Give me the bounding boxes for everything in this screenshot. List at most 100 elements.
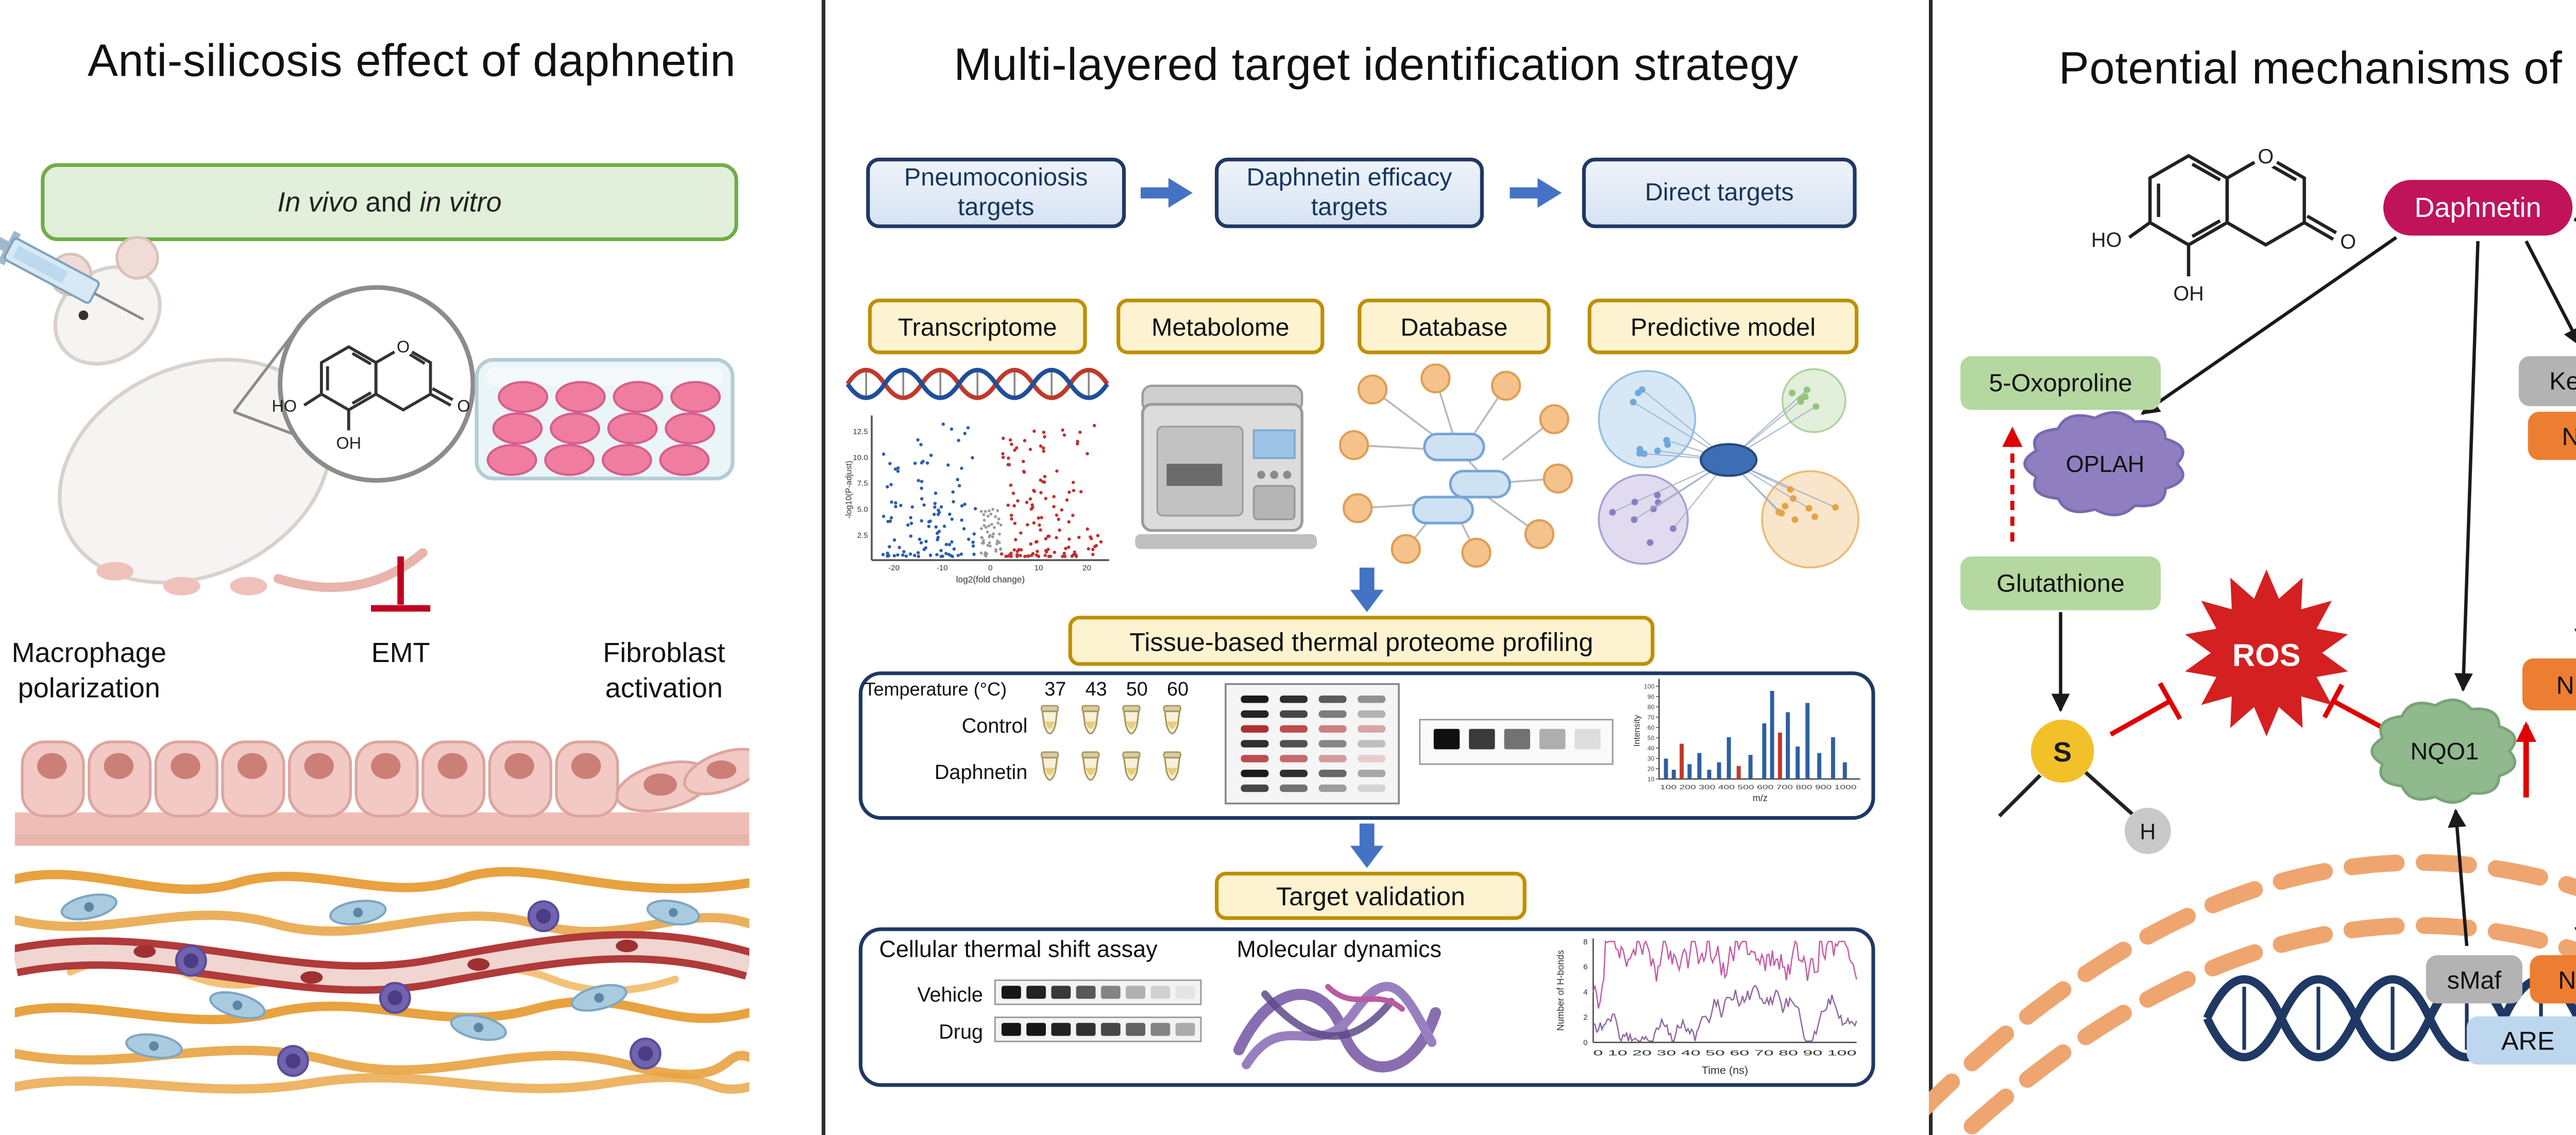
svg-text:2: 2 <box>1583 1013 1587 1022</box>
svg-text:6: 6 <box>1583 963 1587 972</box>
ros-inhibition-right <box>2322 683 2383 730</box>
pathway-arrows <box>2051 217 2576 946</box>
are-node: ARE <box>2467 1016 2576 1065</box>
svg-text:0: 0 <box>988 564 992 572</box>
nrf2-free-node: Nrf2 <box>2522 658 2576 710</box>
protein-structure-icon <box>1233 981 1442 1073</box>
temp-37: 37 <box>1044 679 1066 701</box>
predictive-model-box: Predictive model <box>1587 298 1859 354</box>
in-vivo-label: In vivo <box>277 186 358 218</box>
hydrogen-label: H <box>2140 820 2156 844</box>
in-vivo-in-vitro-box: In vivo and in vitro <box>41 163 738 241</box>
ros-label: ROS <box>2232 637 2301 672</box>
svg-text:80: 80 <box>1648 703 1655 710</box>
control-tubes <box>1040 705 1181 735</box>
svg-text:10: 10 <box>1648 775 1655 783</box>
tpp-banner: Tissue-based thermal proteome profiling <box>1068 616 1655 666</box>
epithelial-layer <box>14 740 750 846</box>
down-arrow-icon <box>1350 567 1384 612</box>
svg-text:10: 10 <box>1035 564 1043 572</box>
mechanism-artwork: O O HO OH <box>1929 143 2576 1135</box>
target-validation-banner: Target validation <box>1215 872 1527 920</box>
daphnetin-structure-large <box>2128 154 2337 277</box>
smaf-node: sMaf <box>2426 955 2522 1004</box>
metabolome-box: Metabolome <box>1116 298 1325 354</box>
blood-vessel <box>14 931 750 994</box>
temp-43: 43 <box>1085 679 1107 701</box>
svg-text:-20: -20 <box>888 564 900 572</box>
carbonyl-oxygen-label: O <box>2340 230 2356 253</box>
daphnetin-row-label: Daphnetin <box>934 762 1028 785</box>
svg-text:90: 90 <box>1648 693 1655 700</box>
daphnetin-tubes <box>1040 751 1181 781</box>
nqo1-node: NQO1 <box>2370 698 2517 804</box>
daphnetin-structure-small <box>303 345 454 431</box>
mass-spectrometer-icon <box>1135 384 1317 549</box>
control-row-label: Control <box>961 716 1028 738</box>
down-arrow-icon <box>1350 823 1384 868</box>
database-box: Database <box>1358 298 1551 354</box>
svg-text:5.0: 5.0 <box>857 505 868 514</box>
volcano-ytick-labels: 12.510.07.55.02.5 <box>853 427 868 540</box>
mouse-tail <box>273 548 428 592</box>
pneumoconiosis-targets-box: Pneumoconiosis targets <box>866 158 1126 228</box>
temp-50: 50 <box>1126 679 1148 701</box>
nuclear-membrane <box>1929 854 2576 1135</box>
svg-text:100: 100 <box>1644 683 1655 690</box>
volcano-xlabel: log2(fold change) <box>956 574 1025 584</box>
direct-targets-box: Direct targets <box>1582 158 1857 228</box>
western-blot-panel <box>1225 683 1400 805</box>
volcano-xtick-labels: -20 -10 0 10 20 <box>888 564 1091 572</box>
flow-arrow-icon <box>1510 178 1562 208</box>
hbond-xlabel: Time (ns) <box>1702 1063 1748 1076</box>
flow-arrow-icon <box>1141 178 1193 208</box>
fibroblast-cells <box>60 893 700 1059</box>
svg-text:0: 0 <box>1583 1039 1587 1047</box>
glutathione-node: Glutathione <box>1960 556 2161 611</box>
svg-text:20: 20 <box>1082 564 1091 572</box>
oh-label: OH <box>2173 282 2204 305</box>
ho-label: HO <box>2091 229 2122 251</box>
plate-wells <box>486 381 721 476</box>
temp-60: 60 <box>1166 679 1189 701</box>
immune-cells <box>175 900 662 1077</box>
peripheral-nodes <box>1339 363 1573 568</box>
ms-bars <box>1664 691 1847 779</box>
oplah-label: OPLAH <box>2066 451 2145 477</box>
glutathione-thiol-motif: S H <box>1998 719 2171 854</box>
ms-xlabel: m/z <box>1753 793 1768 803</box>
svg-text:30: 30 <box>1648 755 1655 762</box>
svg-text:4: 4 <box>1583 988 1587 997</box>
drug-gel-strip <box>994 1017 1202 1042</box>
molecular-dynamics-label: Molecular dynamics <box>1236 937 1442 963</box>
hbond-series <box>1592 940 1857 1043</box>
hbond-xtick-labels: 0 10 20 30 40 50 60 70 80 90 100 <box>1593 1048 1856 1057</box>
svg-text:20: 20 <box>1648 765 1655 772</box>
ros-burst: ROS <box>2185 569 2348 737</box>
temperature-label: Temperature (°C) <box>864 681 1007 701</box>
inhibition-symbol <box>370 556 431 612</box>
panel2-title: Multi-layered target identification stra… <box>954 41 1799 91</box>
cell-culture-plate <box>474 358 735 481</box>
in-vitro-label: in vitro <box>419 186 502 218</box>
ms-xtick-labels: 100 200 300 400 500 600 700 800 900 1000 <box>1660 785 1857 791</box>
panel-divider-1 <box>821 0 825 1135</box>
svg-text:7.5: 7.5 <box>857 479 868 488</box>
volcano-points <box>881 422 1103 558</box>
emt-label: EMT <box>371 638 430 670</box>
ring-oxygen-label: O <box>2258 145 2274 168</box>
svg-text:10.0: 10.0 <box>853 453 868 462</box>
keap1-node: Keap1 <box>2518 356 2576 406</box>
oh-label: OH <box>336 434 362 452</box>
svg-text:-10: -10 <box>937 564 948 572</box>
svg-text:40: 40 <box>1648 744 1655 752</box>
svg-text:2.5: 2.5 <box>857 531 868 540</box>
daphnetin-pill: Daphnetin <box>2383 180 2573 236</box>
nrf2-bound-node: Nrf2 <box>2528 412 2576 460</box>
